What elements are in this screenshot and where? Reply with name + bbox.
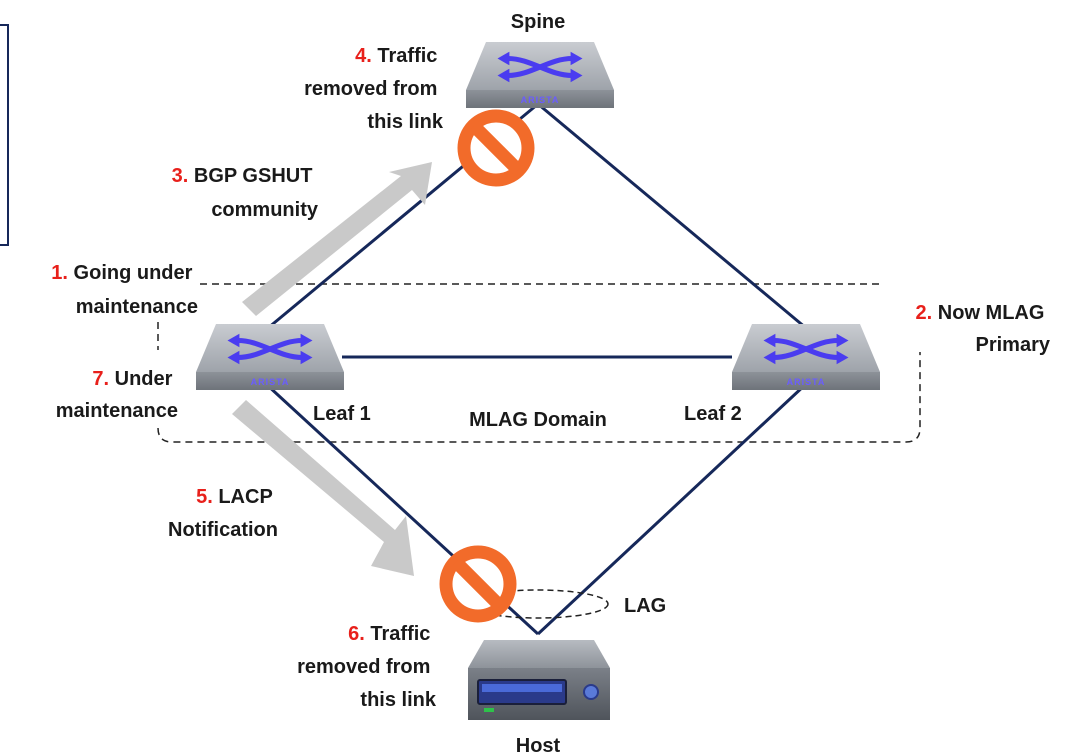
step-4: 4. Traffic removed from this link [304, 45, 444, 133]
switch-front [466, 90, 614, 108]
blocked-link-icon [439, 545, 517, 623]
leaf2-label: Leaf 2 [684, 403, 742, 425]
spine-switch[interactable]: ARISTA [466, 42, 614, 108]
server-power-icon [583, 684, 599, 700]
step-3: 3. BGP GSHUT community [172, 165, 319, 221]
leaf2-switch[interactable]: ARISTA [732, 324, 880, 390]
lag-ellipse [467, 589, 609, 619]
blocked-link-icon [457, 109, 535, 187]
step-6: 6. Traffic removed from this link [297, 623, 437, 711]
flow-arrow-lacp [232, 400, 414, 576]
link-leaf2-host [536, 382, 808, 636]
leaf1-label: Leaf 1 [313, 403, 371, 425]
host-label: Host [516, 735, 561, 756]
switch-front [196, 372, 344, 390]
step-1: 1. Going under maintenance [51, 262, 198, 318]
switch-brand: ARISTA [251, 377, 290, 387]
leaf1-switch[interactable]: ARISTA [196, 324, 344, 390]
spine-label: Spine [511, 11, 565, 33]
switch-front [732, 372, 880, 390]
mlag-domain-label: MLAG Domain [469, 409, 607, 431]
switch-brand: ARISTA [521, 95, 560, 105]
step-7: 7. Under maintenance [56, 368, 178, 422]
mlag-domain-boundary-lower [157, 322, 921, 443]
lag-label: LAG [624, 595, 666, 617]
host-server[interactable] [468, 640, 610, 720]
server-bay-highlight [482, 684, 562, 692]
step-2: 2. Now MLAG Primary [916, 302, 1051, 356]
link-spine-leaf2 [537, 102, 807, 330]
step-5: 5. LACP Notification [168, 486, 278, 541]
frame-edge [0, 24, 9, 246]
flow-arrow-bgp [242, 162, 432, 316]
server-indicator [484, 708, 494, 712]
switch-brand: ARISTA [787, 377, 826, 387]
server-top [468, 640, 610, 668]
